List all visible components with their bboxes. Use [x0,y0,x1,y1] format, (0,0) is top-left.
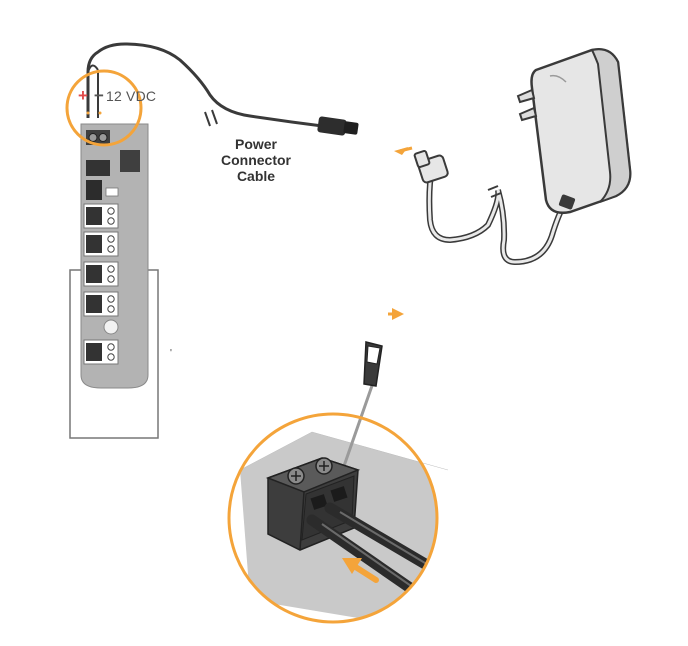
terminal-block-5 [83,339,119,365]
detail-wires [306,502,437,598]
positive-label: + [78,86,88,105]
terminal-detail-callout [227,341,449,624]
terminal-block-4 [83,291,119,317]
power-connector-cable-label: Power Connector Cable [202,136,310,184]
adapter-plug [413,150,449,184]
barrel-plug [317,116,359,136]
detail-callout-circle [227,412,439,624]
board-chip [120,150,140,172]
screwdriver [342,341,383,467]
board-button [103,319,119,335]
svg-text:': ' [170,348,172,359]
cable-break-mark [204,111,211,127]
screwdriver-shaft [342,379,376,467]
cable-label-line-2: Connector [221,152,291,168]
controller-board [69,123,159,439]
terminal-block-3 [83,261,119,287]
board-connector [86,160,110,176]
negative-label: − [94,86,104,105]
terminal-block-1 [83,203,119,229]
power-cable [86,42,331,129]
ac-adapter [413,48,632,266]
terminal-block-2 [83,231,119,257]
board-component [86,180,102,200]
detail-terminal-block [265,457,361,551]
arrow-insert-icon [342,558,379,583]
cable-label-line-1: Power [234,136,277,152]
adapter-prong [516,88,536,104]
cable-label-line-3: Cable [236,168,276,184]
voltage-label: 12 VDC [106,88,157,104]
board-wires [86,42,359,136]
power-terminal-callout [65,69,143,147]
